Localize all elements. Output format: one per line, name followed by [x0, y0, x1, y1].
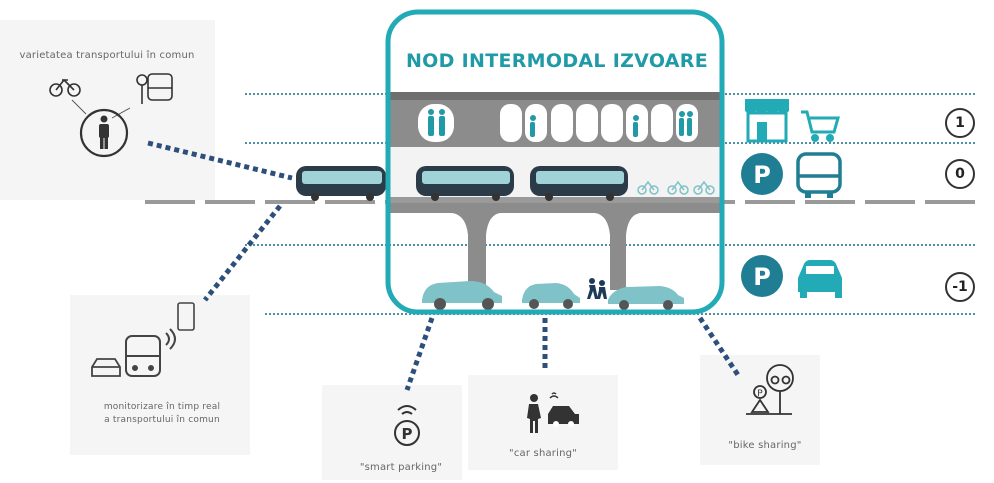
shop-icon [745, 99, 789, 143]
monitoring-panel [70, 295, 250, 455]
car-left [422, 281, 502, 310]
parking-icon-level-minus1: P [741, 255, 783, 297]
bus-stop-icon [136, 73, 173, 104]
upper-deck-strip [390, 92, 720, 100]
smart-parking-icon: P [394, 405, 420, 446]
dotted-connectors [147, 140, 741, 391]
bus-left [296, 166, 386, 201]
monitoring-caption-line2: a transportului în comun [104, 415, 220, 425]
bus-right [530, 166, 628, 201]
connector-thin [111, 107, 131, 119]
bicycle-icon [49, 78, 81, 97]
level-badge-0: 0 [945, 159, 975, 189]
svg-text:P: P [402, 425, 413, 443]
monitoring-caption-line1: monitorizare în timp real [103, 402, 221, 412]
car-sharing-caption: "car sharing" [509, 448, 577, 459]
connector-thin [71, 99, 87, 115]
level-badge-minus1: -1 [945, 272, 975, 302]
bus-icon-monitoring [125, 328, 176, 377]
shopping-cart-icon [801, 110, 840, 142]
car-icon-monitoring [91, 358, 121, 377]
bus-center [416, 166, 514, 201]
pedestrian-icon [79, 108, 129, 158]
car-right [608, 286, 684, 310]
car-sharing-panel [468, 375, 618, 470]
hub-frame [385, 9, 725, 315]
pedestrians-underground [587, 278, 607, 299]
support-structure [390, 203, 720, 290]
svg-text:P: P [753, 263, 771, 291]
bicycle-icon [637, 180, 715, 195]
smart-parking-panel [322, 385, 462, 480]
car-icon [798, 260, 842, 298]
car-sharing-icon [527, 392, 579, 433]
ground-hall-floor [390, 197, 720, 203]
phone-icon [177, 302, 195, 331]
bike-sharing-icon: P [746, 364, 794, 415]
transport-variety-caption: varietatea transportului în comun [19, 50, 195, 61]
pedestrian-icon [428, 109, 693, 137]
svg-text:P: P [753, 161, 771, 189]
smart-parking-caption: "smart parking" [359, 462, 443, 473]
parking-icon-level0: P [741, 153, 783, 195]
car-center [522, 283, 580, 309]
bike-sharing-panel [700, 355, 820, 465]
svg-text:P: P [757, 389, 763, 399]
bus-icon [796, 152, 842, 198]
upper-windows [418, 104, 698, 142]
bike-sharing-caption: "bike sharing" [728, 440, 802, 451]
hub-title: NOD INTERMODAL IZVOARE [405, 50, 708, 72]
level-badge-1: 1 [945, 108, 975, 138]
